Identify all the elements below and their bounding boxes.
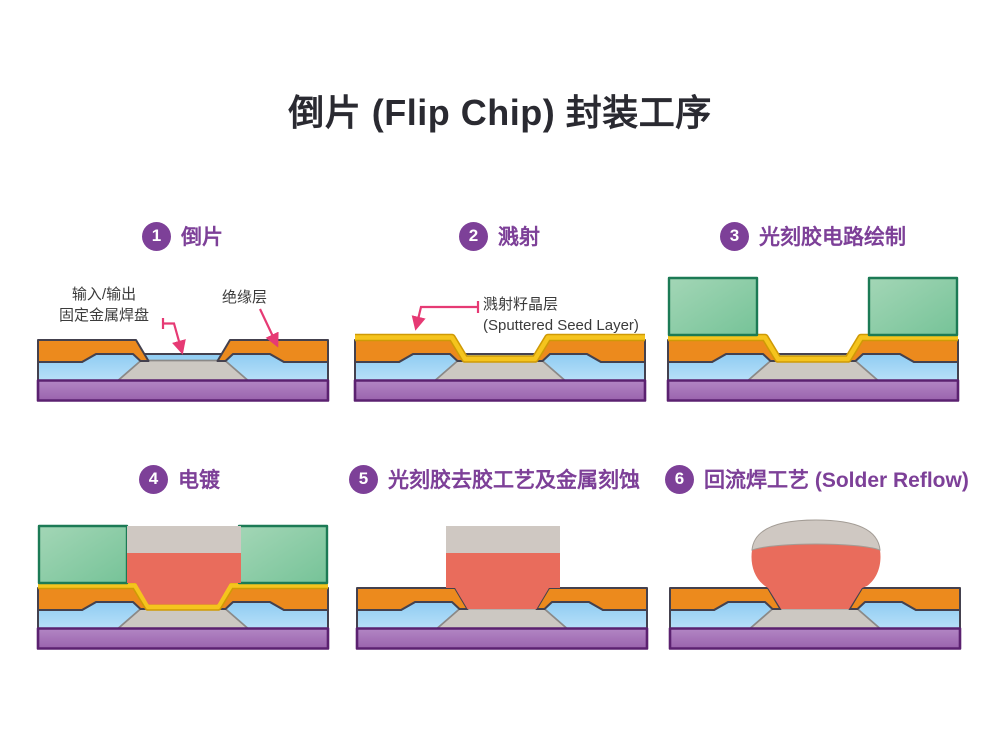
step-label: 溅射: [498, 226, 540, 249]
layer-stack: [353, 333, 647, 402]
io-metal-pad: [747, 359, 879, 382]
layer-stack: [36, 524, 330, 650]
layer-stack: [666, 276, 960, 402]
layer-stack: [668, 519, 962, 650]
io-pad-callout: 输入/输出 固定金属焊盘: [58, 286, 149, 324]
step-header-4: 4 电镀: [139, 464, 220, 494]
insulation-layer-left: [669, 587, 782, 611]
step-label: 光刻胶去胶工艺及金属刻蚀: [388, 469, 640, 492]
step-header-6: 6 回流焊工艺 (Solder Reflow): [665, 464, 969, 494]
photoresist-block-left: [37, 524, 129, 585]
io-metal-pad: [436, 607, 568, 630]
seed-callout-arrow: [411, 305, 478, 331]
diagram-step-1-flip-chip: 输入/输出 固定金属焊盘 绝缘层: [33, 262, 333, 408]
step-header-3: 3 光刻胶电路绘制: [720, 221, 906, 251]
io-metal-pad: [117, 359, 249, 382]
step-label: 回流焊工艺 (Solder Reflow): [704, 469, 969, 492]
diagram-step-3-photoresist: [663, 262, 963, 408]
substrate-layer: [355, 627, 649, 650]
io-metal-pad: [117, 607, 249, 630]
insulation-callout: 绝缘层: [222, 289, 268, 306]
substrate-layer: [666, 379, 960, 402]
reflowed-copper-bump: [751, 544, 881, 609]
cross-section-drawing-3: [666, 276, 960, 402]
diagram-step-6-solder-reflow: [665, 510, 965, 656]
photoresist-block-right: [867, 276, 959, 337]
seed-layer-callout: 溅射籽晶层 (Sputtered Seed Layer): [483, 296, 639, 334]
seed-layer: [355, 335, 645, 362]
substrate-layer: [668, 627, 962, 650]
insulation-layer-left: [356, 587, 469, 611]
insulation-layer-right: [216, 339, 329, 363]
solder-cap: [446, 526, 560, 553]
seed-layer: [668, 335, 958, 362]
solder-cap: [127, 526, 241, 553]
substrate-layer: [36, 627, 330, 650]
photoresist-block-right: [237, 524, 329, 585]
step-header-1: 1 倒片: [142, 221, 223, 251]
step-label: 光刻胶电路绘制: [759, 226, 906, 249]
step-number-badge: 1: [142, 221, 171, 251]
io-pad-callout-arrow: [162, 322, 186, 355]
step-number-badge: 2: [459, 221, 488, 251]
step-number-badge: 3: [720, 221, 749, 251]
step-number-badge: 6: [665, 464, 694, 494]
plated-copper-column: [446, 553, 560, 609]
photoresist-block-left: [667, 276, 759, 337]
step-header-2: 2 溅射: [459, 221, 540, 251]
step-label: 倒片: [181, 226, 223, 249]
step-header-5: 5 光刻胶去胶工艺及金属刻蚀: [349, 464, 640, 494]
io-metal-pad: [434, 359, 566, 382]
insulation-layer-right: [848, 587, 961, 611]
insulation-layer-left: [37, 339, 150, 363]
cross-section-drawing-2: [353, 301, 647, 402]
substrate-layer: [36, 379, 330, 402]
cross-section-drawing-4: [36, 524, 330, 650]
cross-section-drawing-6: [668, 519, 962, 650]
substrate-layer: [353, 379, 647, 402]
layer-stack: [36, 339, 330, 402]
cross-section-drawing-5: [355, 526, 649, 650]
cross-section-drawing-1: [36, 308, 330, 402]
step-number-badge: 5: [349, 464, 378, 494]
io-metal-pad: [749, 607, 881, 630]
plated-copper: [127, 553, 241, 605]
layer-stack: [355, 526, 649, 650]
step-label: 电镀: [178, 469, 220, 492]
insulation-callout-arrow: [259, 308, 279, 348]
seed-layer: [38, 583, 328, 610]
diagram-step-2-sputtering: 溅射籽晶层 (Sputtered Seed Layer): [350, 262, 650, 408]
page-title: 倒片 (Flip Chip) 封装工序: [288, 92, 712, 133]
diagram-step-5-strip-etch: [352, 510, 652, 656]
step-number-badge: 4: [139, 464, 168, 494]
solder-dome: [751, 519, 881, 551]
diagram-step-4-plating: [33, 510, 333, 656]
